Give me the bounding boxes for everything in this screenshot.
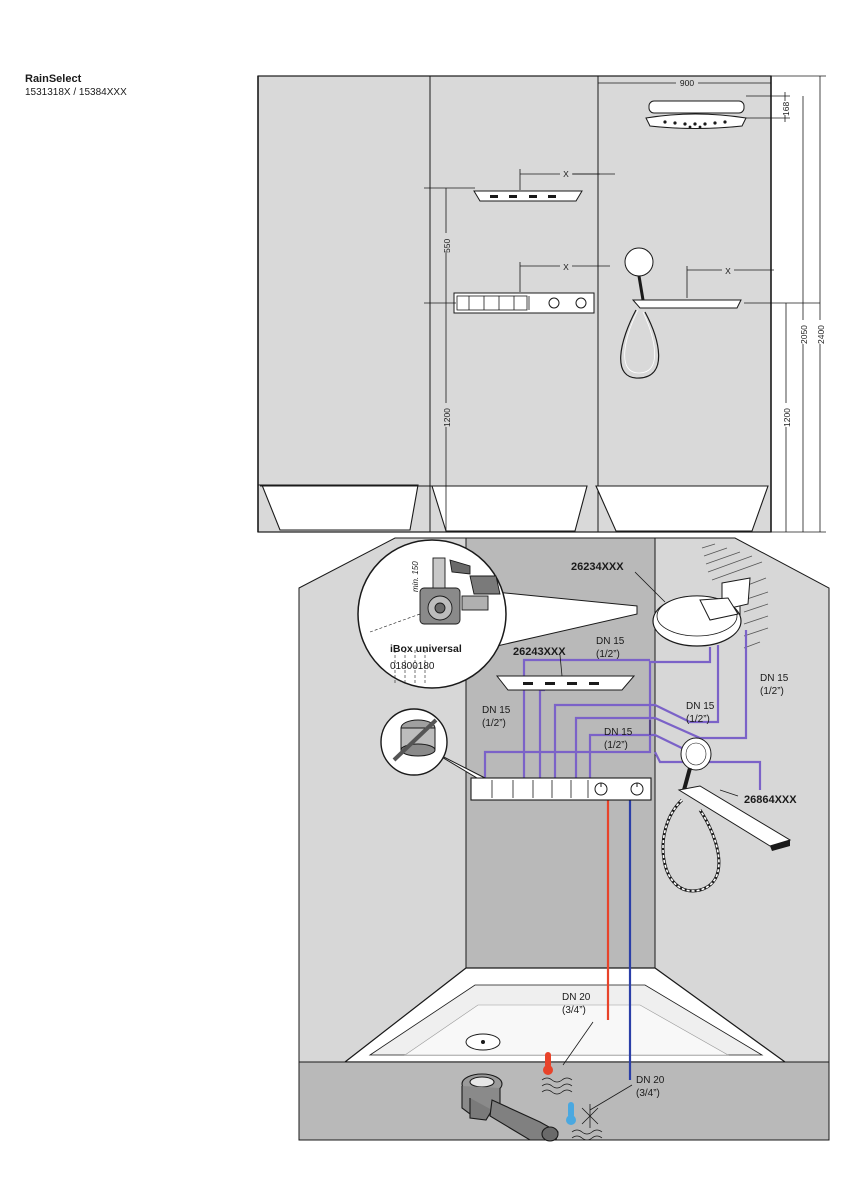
cold-water-symbol xyxy=(566,1102,603,1141)
floor-base xyxy=(298,1061,830,1141)
label-dn15-a: DN 15 xyxy=(596,636,625,647)
dim-x-right: X xyxy=(725,266,731,276)
sidebar-shower-elevation xyxy=(473,190,583,202)
leader-lines xyxy=(559,571,739,1111)
installation-labels: 26234XXX 26243XXX 26864XXX DN 15 (1/2”) … xyxy=(482,561,797,1099)
dim-x-middle: X xyxy=(563,262,569,272)
ibox-name: iBox universal xyxy=(390,643,462,655)
control-unit xyxy=(470,777,652,801)
ibox-clearance: min. 150 xyxy=(411,561,420,592)
label-26864: 26864XXX xyxy=(744,794,797,806)
dim-2400: 2400 xyxy=(816,325,826,344)
label-26234: 26234XXX xyxy=(571,561,624,573)
elevation-view: 900 168 X 550 X X 1200 1200 2050 2400 xyxy=(257,75,826,533)
label-dn15-e: DN 15 xyxy=(604,727,633,738)
hot-water-symbol xyxy=(541,1052,573,1095)
article-numbers: 1531318X / 15384XXX xyxy=(25,87,127,98)
label-dn20-cold-in: (3/4”) xyxy=(636,1088,660,1099)
installation-view: min. 150 iBox universal 01800180 xyxy=(298,537,830,1142)
label-dn15-d: DN 15 xyxy=(686,701,715,712)
label-dn15-b: DN 15 xyxy=(760,673,789,684)
label-dn15-a-in: (1/2”) xyxy=(596,649,620,660)
overhead-shower xyxy=(652,577,751,647)
hand-shower-elevation xyxy=(620,247,742,379)
product-name: RainSelect xyxy=(25,73,82,85)
label-dn15-b-in: (1/2”) xyxy=(760,686,784,697)
bathtub-elevation xyxy=(258,484,771,533)
elevation-dim-labels: 900 168 X 550 X X 1200 1200 2050 2400 xyxy=(441,78,826,427)
label-dn20-hot-in: (3/4”) xyxy=(562,1005,586,1016)
dim-2050: 2050 xyxy=(799,325,809,344)
hand-shower-shelf xyxy=(661,737,792,893)
bathtub xyxy=(343,967,787,1063)
label-dn15-c: DN 15 xyxy=(482,705,511,716)
ibox-detail: min. 150 iBox universal 01800180 xyxy=(357,539,638,689)
label-dn20-cold: DN 20 xyxy=(636,1075,665,1086)
dim-550: 550 xyxy=(442,239,452,253)
drain-trap xyxy=(461,1073,559,1142)
label-dn15-d-in: (1/2”) xyxy=(686,714,710,725)
label-dn15-e-in: (1/2”) xyxy=(604,740,628,751)
label-dn20-hot: DN 20 xyxy=(562,992,591,1003)
dim-1200-right: 1200 xyxy=(782,408,792,427)
dim-168: 168 xyxy=(781,102,791,116)
label-dn15-c-in: (1/2”) xyxy=(482,718,506,729)
ibox-article: 01800180 xyxy=(390,661,435,672)
dim-900: 900 xyxy=(680,78,694,88)
document-header: RainSelect 1531318X / 15384XXX xyxy=(25,72,127,99)
sidebar-shower xyxy=(495,675,636,691)
dim-x-top: X xyxy=(563,169,569,179)
dim-1200-left: 1200 xyxy=(442,408,452,427)
label-26243: 26243XXX xyxy=(513,646,566,658)
control-unit-elevation xyxy=(453,292,595,314)
flow-limiter-detail xyxy=(380,708,486,779)
overhead-shower-elevation xyxy=(645,100,747,129)
